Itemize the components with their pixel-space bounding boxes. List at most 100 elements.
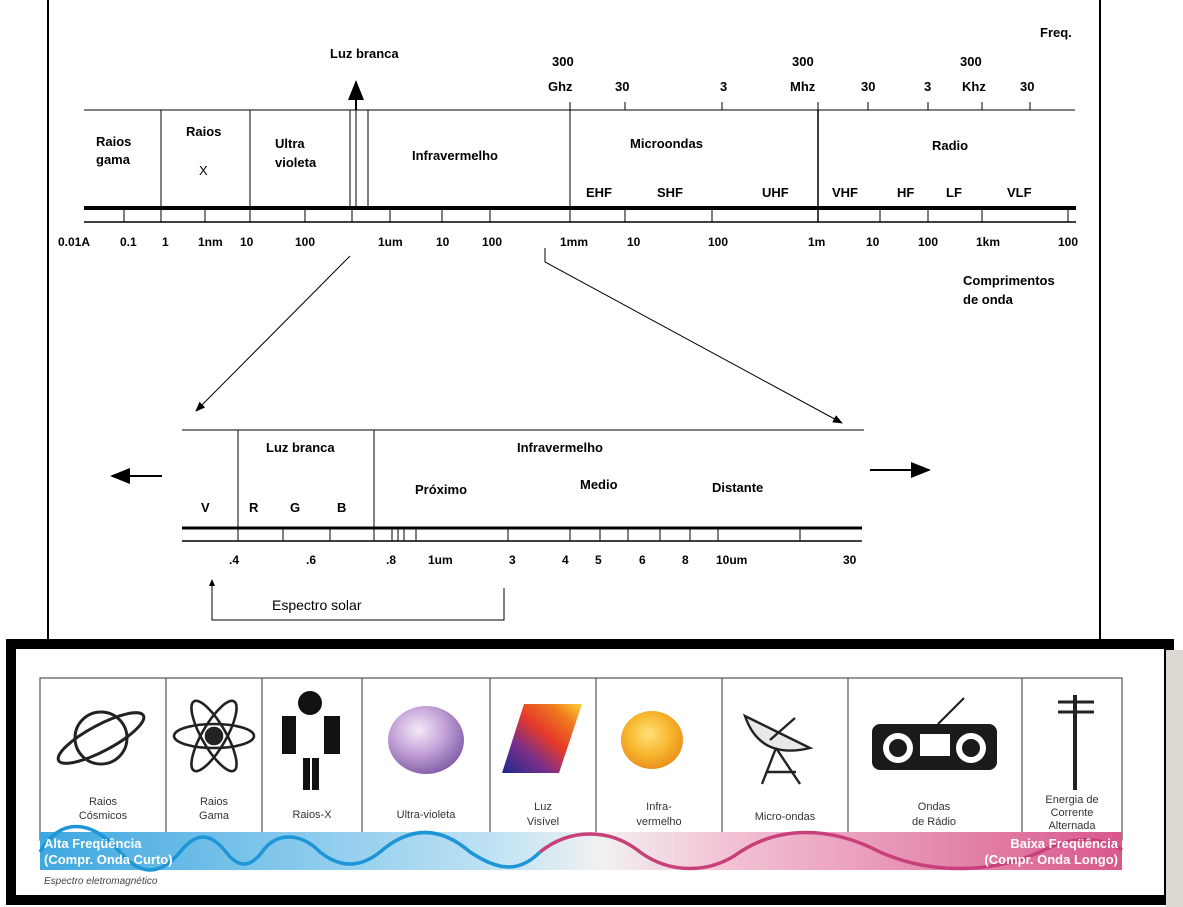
wl-tick: 10 xyxy=(627,235,641,249)
wl-tick: 0.1 xyxy=(120,235,137,249)
zoom-color-labels: V R G B xyxy=(201,500,346,515)
region-label: violeta xyxy=(275,155,317,170)
region-labels: Raios gama Raios X Ultra violeta Infrave… xyxy=(96,124,968,178)
satellite-dish-icon xyxy=(742,713,814,785)
freq-label: 3 xyxy=(720,79,727,94)
band-label: SHF xyxy=(657,185,683,200)
wavelength-ticks xyxy=(123,208,1069,222)
card-label: Ultra-violeta xyxy=(397,809,457,821)
band-label: LF xyxy=(946,185,962,200)
wl-tick: 10 xyxy=(436,235,450,249)
zoom-tick: 3 xyxy=(509,553,516,567)
short-wave xyxy=(38,824,542,872)
color-label: G xyxy=(290,500,300,515)
zoom-tick: 10um xyxy=(716,553,747,567)
freq-top-values: 300 300 300 xyxy=(552,54,982,69)
card-label: Raios xyxy=(200,796,229,808)
wavelength-caption: de onda xyxy=(963,292,1014,307)
card-label: Infra- xyxy=(646,801,672,813)
card-label: Raios-X xyxy=(292,809,332,821)
freq-label: 30 xyxy=(615,79,629,94)
zoom-tick: .4 xyxy=(229,553,239,567)
card-label: Corrente xyxy=(1051,807,1094,819)
card-label: Micro-ondas xyxy=(755,811,816,823)
card-label: Visível xyxy=(527,816,559,828)
card-label: Luz xyxy=(534,801,552,813)
radio-icon xyxy=(872,697,997,770)
band-label: UHF xyxy=(762,185,789,200)
ir-part-label: Distante xyxy=(712,480,763,495)
region-label: Ultra xyxy=(275,136,305,151)
wl-tick: 10 xyxy=(240,235,254,249)
band-label: VHF xyxy=(832,185,858,200)
zoom-infravermelho: Infravermelho xyxy=(517,440,603,455)
zoom-tick: 8 xyxy=(682,553,689,567)
zoom-tick: .8 xyxy=(386,553,396,567)
band-label: EHF xyxy=(586,185,612,200)
card-label: Raios xyxy=(89,796,118,808)
color-label: B xyxy=(337,500,346,515)
bottom-panel-edge xyxy=(1166,650,1183,907)
card-label: Gama xyxy=(199,810,230,822)
purple-sphere-icon xyxy=(388,706,464,774)
freq-value: 300 xyxy=(960,54,982,69)
frequency-strip xyxy=(40,832,1122,870)
freq-label: Khz xyxy=(962,79,986,94)
freq-label: 30 xyxy=(1020,79,1034,94)
freq-label: 3 xyxy=(924,79,931,94)
region-label: Radio xyxy=(932,138,968,153)
zoom-tick: 1um xyxy=(428,553,453,567)
person-xray-icon xyxy=(282,691,340,790)
rainbow-prism-icon xyxy=(502,704,582,773)
freq-value: 300 xyxy=(792,54,814,69)
zoom-tick: 4 xyxy=(562,553,569,567)
card-label: de Rádio xyxy=(912,816,956,828)
region-label: Microondas xyxy=(630,136,703,151)
baixa-frequencia-label: Baixa Freqüência xyxy=(1010,836,1118,851)
wl-tick: 1mm xyxy=(560,235,588,249)
region-label: Raios xyxy=(186,124,221,139)
color-label: R xyxy=(249,500,259,515)
wavelength-tick-labels: 0.01A 0.1 1 1nm 10 100 1um 10 100 1mm 10… xyxy=(58,235,1078,249)
color-label: V xyxy=(201,500,210,515)
solar-bracket-arrow xyxy=(209,579,215,586)
zoom-arrow-left xyxy=(195,255,351,412)
zoom-separators xyxy=(237,430,375,528)
zoom-tick-labels: .4 .6 .8 1um 3 4 5 6 8 10um 30 xyxy=(229,553,857,567)
atom-icon xyxy=(172,699,256,773)
card-dividers xyxy=(165,678,1023,840)
freq-label: Ghz xyxy=(548,79,573,94)
card-label: Ondas xyxy=(918,801,951,813)
ir-part-labels: Próximo Medio Distante xyxy=(415,477,763,497)
card-label: Energia de xyxy=(1045,794,1098,806)
wavelength-caption: Comprimentos xyxy=(963,273,1055,288)
power-pole-icon xyxy=(1058,695,1094,790)
wl-tick: 1um xyxy=(378,235,403,249)
region-label: Raios xyxy=(96,134,131,149)
wl-tick: 0.01A xyxy=(58,235,90,249)
freq-label: Mhz xyxy=(790,79,816,94)
zoom-luz-branca: Luz branca xyxy=(266,440,335,455)
card-label: Cósmicos xyxy=(79,810,128,822)
ir-part-label: Medio xyxy=(580,477,618,492)
wl-tick: 10 xyxy=(866,235,880,249)
ir-part-label: Próximo xyxy=(415,482,467,497)
zoom-tick: 5 xyxy=(595,553,602,567)
solar-bracket xyxy=(211,580,505,621)
orange-sun-icon xyxy=(621,711,683,769)
freq-value: 300 xyxy=(552,54,574,69)
freq-title: Freq. xyxy=(1040,25,1072,40)
freq-ticks xyxy=(569,102,1031,110)
region-label: Infravermelho xyxy=(412,148,498,163)
zoom-tick: 30 xyxy=(843,553,857,567)
wl-tick: 100 xyxy=(482,235,502,249)
band-label: HF xyxy=(897,185,914,200)
bottom-caption: Espectro eletromagnético xyxy=(44,876,158,887)
zoom-tick: .6 xyxy=(306,553,316,567)
zoom-arrow-right xyxy=(544,248,843,424)
wl-tick: 100 xyxy=(295,235,315,249)
baixa-frequencia-sub: (Compr. Onda Longo) xyxy=(984,852,1118,867)
card-labels: Raios Cósmicos Raios Gama Raios-X Ultra-… xyxy=(79,794,1099,832)
region-separators xyxy=(160,110,819,222)
